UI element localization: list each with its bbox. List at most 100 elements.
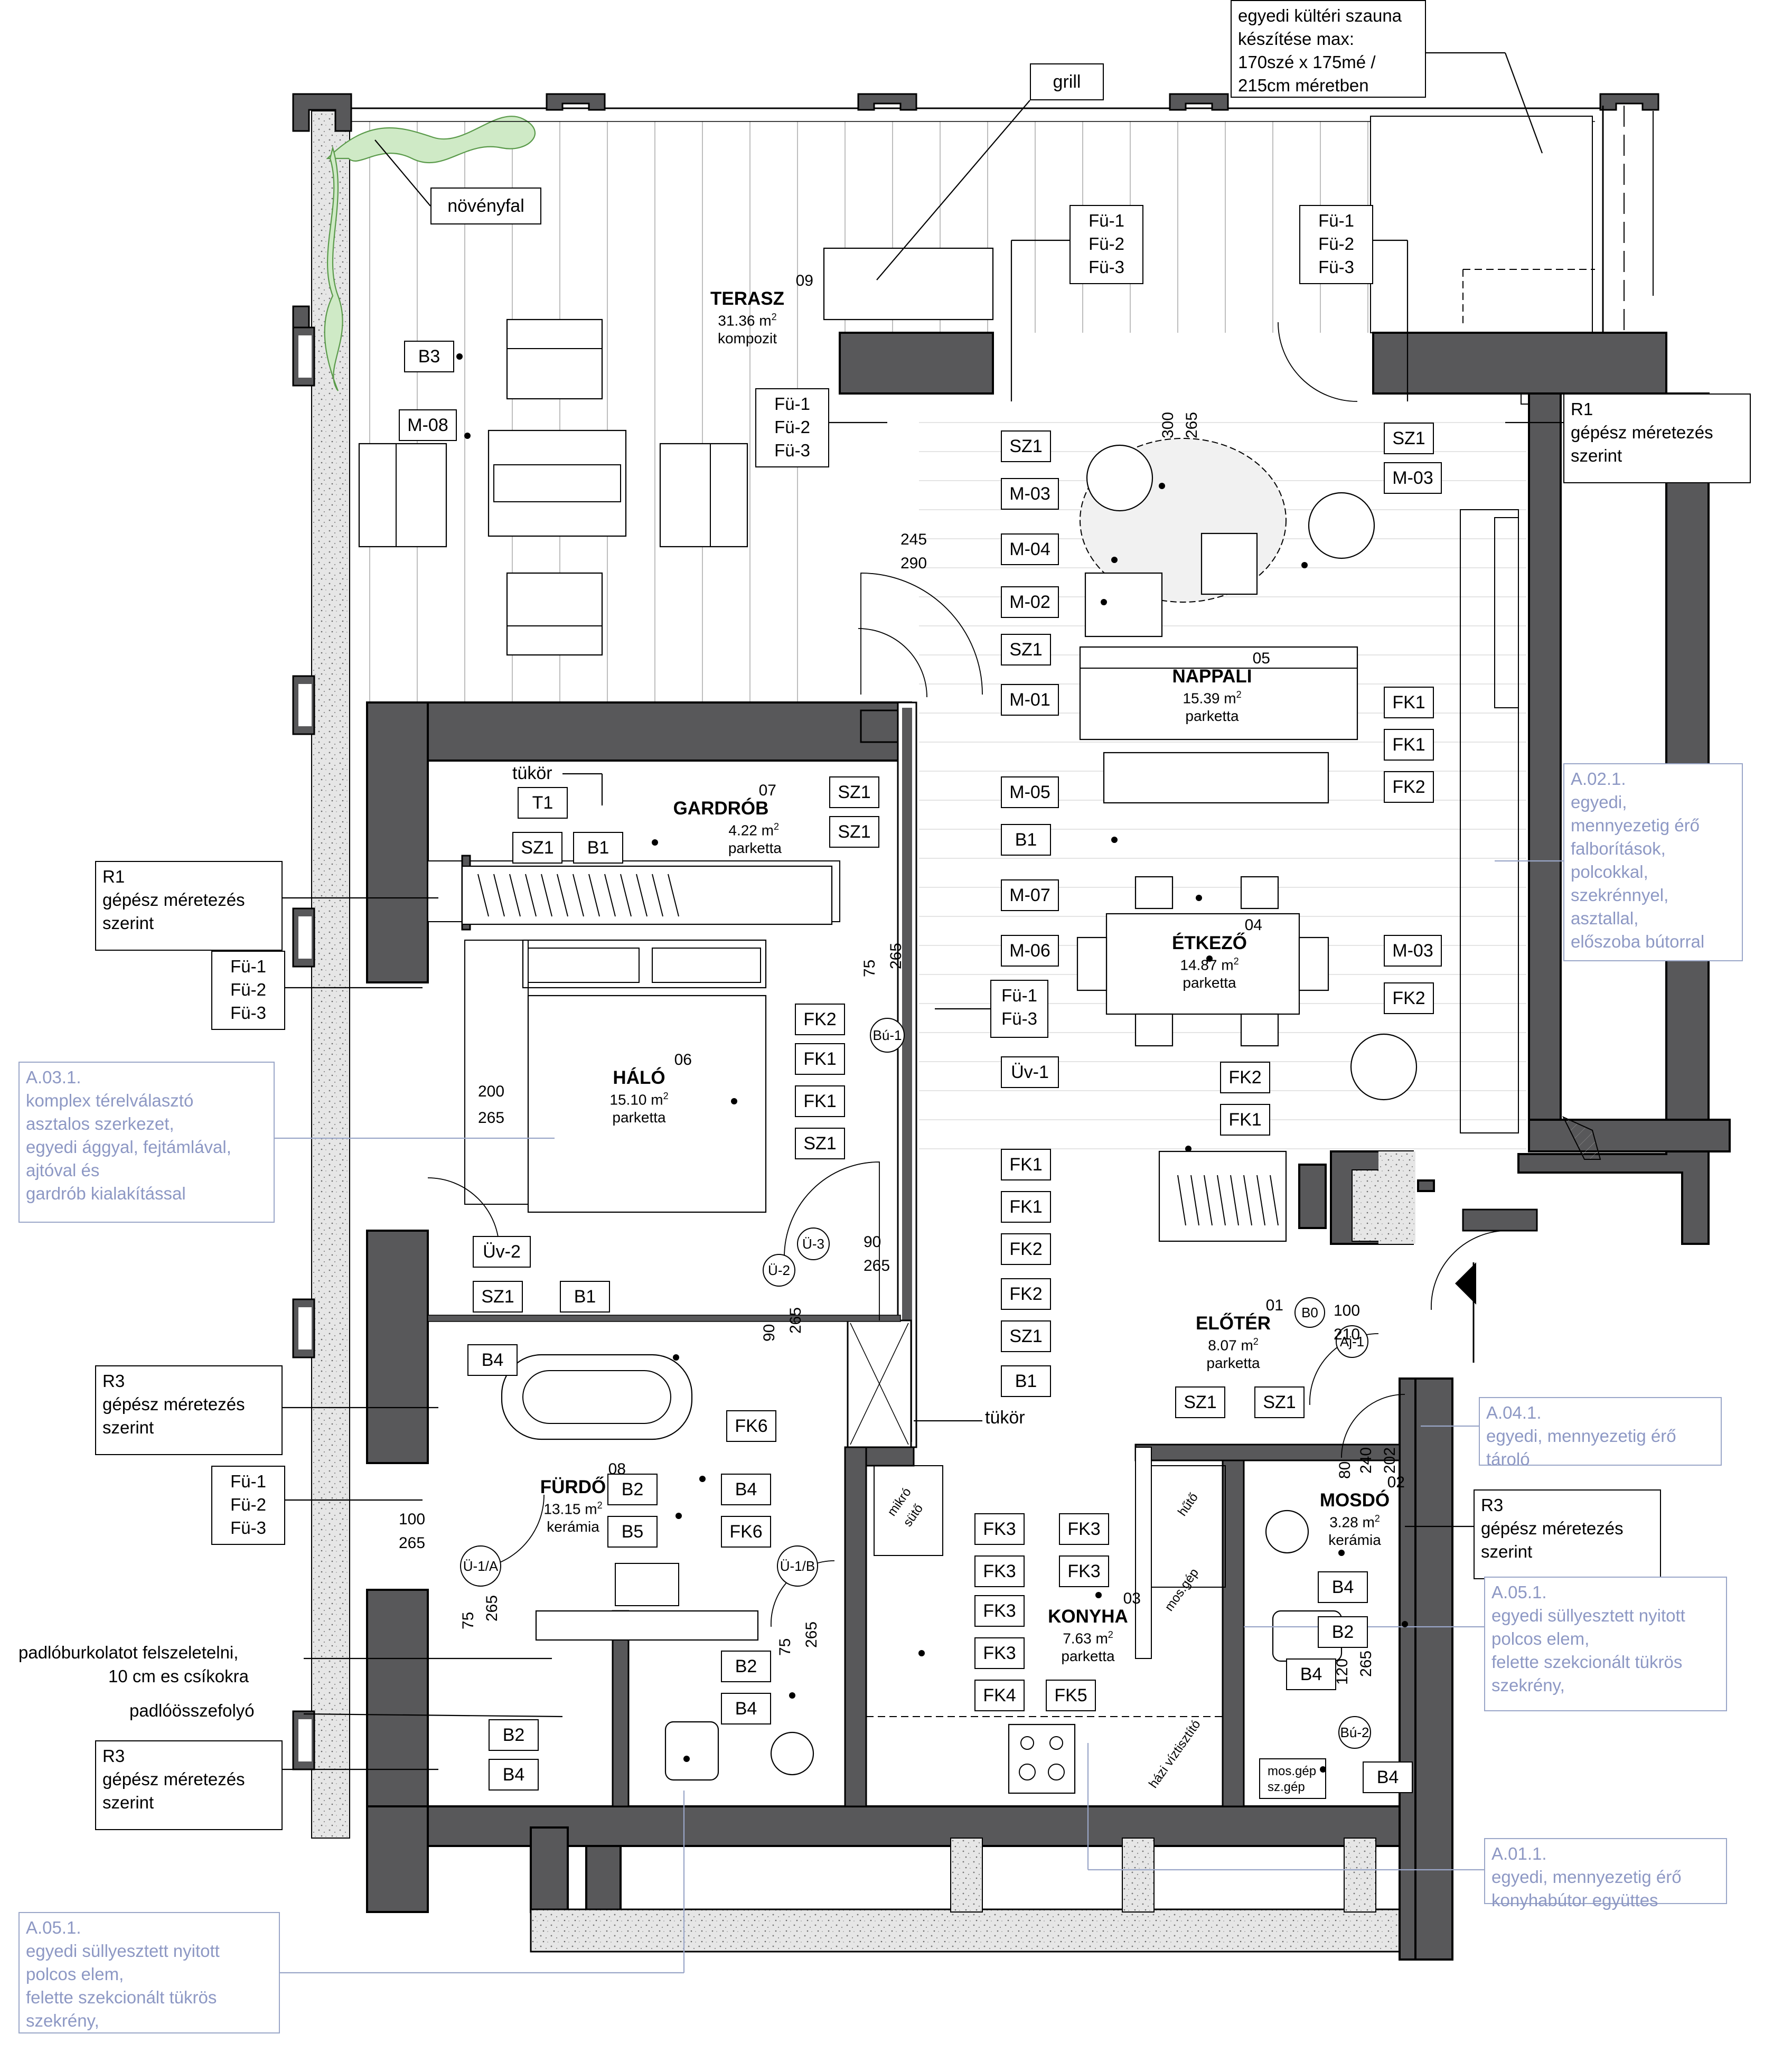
note-line: gépész méretezés xyxy=(102,1394,245,1414)
note-line: Fü-3 xyxy=(774,440,810,460)
note-line: szerint xyxy=(102,1418,154,1437)
floor-type: parketta xyxy=(1183,974,1236,991)
floor-type: parketta xyxy=(728,840,782,857)
dim-75: 75 xyxy=(776,1638,794,1656)
door-marker xyxy=(870,1018,905,1053)
leader-dot xyxy=(1159,483,1165,489)
dim-240: 240 xyxy=(1357,1447,1375,1474)
note-line: Fü-3 xyxy=(230,1003,266,1023)
tag-fk1: FK1 xyxy=(795,1085,845,1117)
area-unit-sup: 2 xyxy=(773,821,779,832)
tag-m-04: M-04 xyxy=(1001,533,1059,565)
note-padlo-osszefolyo: padlóösszefolyó xyxy=(129,1701,255,1720)
tag-m-07: M-07 xyxy=(1001,879,1059,911)
note-line: Fü-1 xyxy=(1089,211,1124,230)
note-line: asztallal, xyxy=(1571,908,1639,928)
door-marker xyxy=(763,1254,795,1287)
dim-265: 265 xyxy=(1357,1650,1375,1677)
dim-265: 265 xyxy=(478,1109,505,1127)
leader-dot xyxy=(675,1513,682,1519)
leader-dot xyxy=(1095,1592,1102,1598)
note-line: R3 xyxy=(102,1371,125,1391)
door-marker xyxy=(1336,1325,1368,1358)
leader-line xyxy=(1504,52,1543,154)
tag-fk6: FK6 xyxy=(721,1516,771,1548)
tag-fk1: FK1 xyxy=(1384,729,1434,761)
tag-b1: B1 xyxy=(560,1281,610,1313)
note-line: Fü-3 xyxy=(230,1518,266,1538)
room-name: MOSDÓ xyxy=(1319,1490,1390,1511)
furniture xyxy=(358,247,1519,1799)
tag-sz1: SZ1 xyxy=(795,1128,845,1159)
tag-sz1: SZ1 xyxy=(829,816,879,848)
dim-290: 290 xyxy=(900,555,927,572)
note-line: A.05.1. xyxy=(26,1918,81,1937)
hanger xyxy=(557,874,568,917)
room-label-eloter: 01 ELŐTÉR 8.07 m2 parketta xyxy=(1183,1297,1283,1372)
note-line: Fü-2 xyxy=(230,1495,266,1514)
hanger xyxy=(1190,1175,1199,1226)
dim-75: 75 xyxy=(459,1611,477,1629)
dim-265: 265 xyxy=(1183,411,1200,438)
room-area: 4.22 m2 xyxy=(660,818,782,839)
note-padlo: padlóburkolatot felszeletelni, xyxy=(18,1643,239,1662)
area-unit-sup: 2 xyxy=(771,312,777,322)
dim-265: 265 xyxy=(399,1534,426,1552)
hanger xyxy=(1243,1175,1252,1226)
room-label-terasz: 09 TERASZ 31.36 m2 kompozit xyxy=(681,272,813,348)
area-value: 13.15 m xyxy=(543,1501,597,1517)
tag-fk3: FK3 xyxy=(974,1555,1025,1587)
area-value: 15.39 m xyxy=(1183,690,1236,707)
note-line: előszoba bútorral xyxy=(1571,932,1705,951)
tag-fk1: FK1 xyxy=(1384,687,1434,718)
terrace-railing xyxy=(292,93,1659,1770)
note-line: egyedi kültéri szauna xyxy=(1238,6,1402,25)
room-name: ÉTKEZŐ xyxy=(1172,933,1247,953)
tag-fk2: FK2 xyxy=(1220,1062,1270,1093)
room-label-furdo: 08 FÜRDŐ 13.15 m2 kerámia xyxy=(520,1460,626,1536)
tag-b5: B5 xyxy=(607,1516,658,1548)
dim-300: 300 xyxy=(1159,411,1177,438)
tag-m-03: M-03 xyxy=(1384,935,1442,967)
note-line: Fü-1 xyxy=(1318,211,1354,230)
leader-line xyxy=(876,100,1030,280)
floor-type: parketta xyxy=(1206,1355,1260,1372)
tag-fk2: FK2 xyxy=(795,1004,845,1035)
hanger xyxy=(588,874,600,917)
hanger xyxy=(1177,1175,1186,1226)
note-line: R3 xyxy=(1481,1495,1504,1515)
room-name: FÜRDŐ xyxy=(540,1477,606,1497)
tag-m-06: M-06 xyxy=(1001,935,1059,967)
tag-fk3: FK3 xyxy=(1059,1555,1109,1587)
leader-dot xyxy=(699,1476,706,1482)
note-line: Fü-1 xyxy=(1001,986,1037,1005)
floor-type: parketta xyxy=(1061,1648,1115,1665)
hanger xyxy=(573,874,584,917)
tag-fk3: FK3 xyxy=(1059,1513,1109,1545)
tag-sz1: SZ1 xyxy=(473,1281,523,1313)
tag-m-03: M-03 xyxy=(1384,462,1442,494)
door-marker xyxy=(777,1545,818,1587)
room-area: 13.15 m2 xyxy=(520,1496,626,1518)
door-marker-label: B0 xyxy=(1301,1305,1318,1320)
note-line: Fü-3 xyxy=(1001,1009,1037,1028)
tag-m-02: M-02 xyxy=(1001,586,1059,618)
room-name: KONYHA xyxy=(1048,1606,1128,1627)
note-line: felette szekcionált tükrös xyxy=(1491,1652,1683,1672)
area-value: 14.87 m xyxy=(1180,957,1234,973)
area-unit-sup: 2 xyxy=(663,1091,669,1101)
room-area: 3.28 m2 xyxy=(1305,1510,1405,1531)
room-number: 03 xyxy=(1123,1590,1141,1607)
area-value: 31.36 m xyxy=(718,312,772,329)
note-line: R1 xyxy=(1571,399,1593,419)
hanger xyxy=(525,874,537,917)
room-name: TERASZ xyxy=(710,288,784,309)
area-unit-sup: 2 xyxy=(1374,1513,1380,1524)
area-value: 15.10 m xyxy=(609,1091,663,1108)
hanger xyxy=(477,874,489,917)
hanger xyxy=(1270,1175,1279,1226)
